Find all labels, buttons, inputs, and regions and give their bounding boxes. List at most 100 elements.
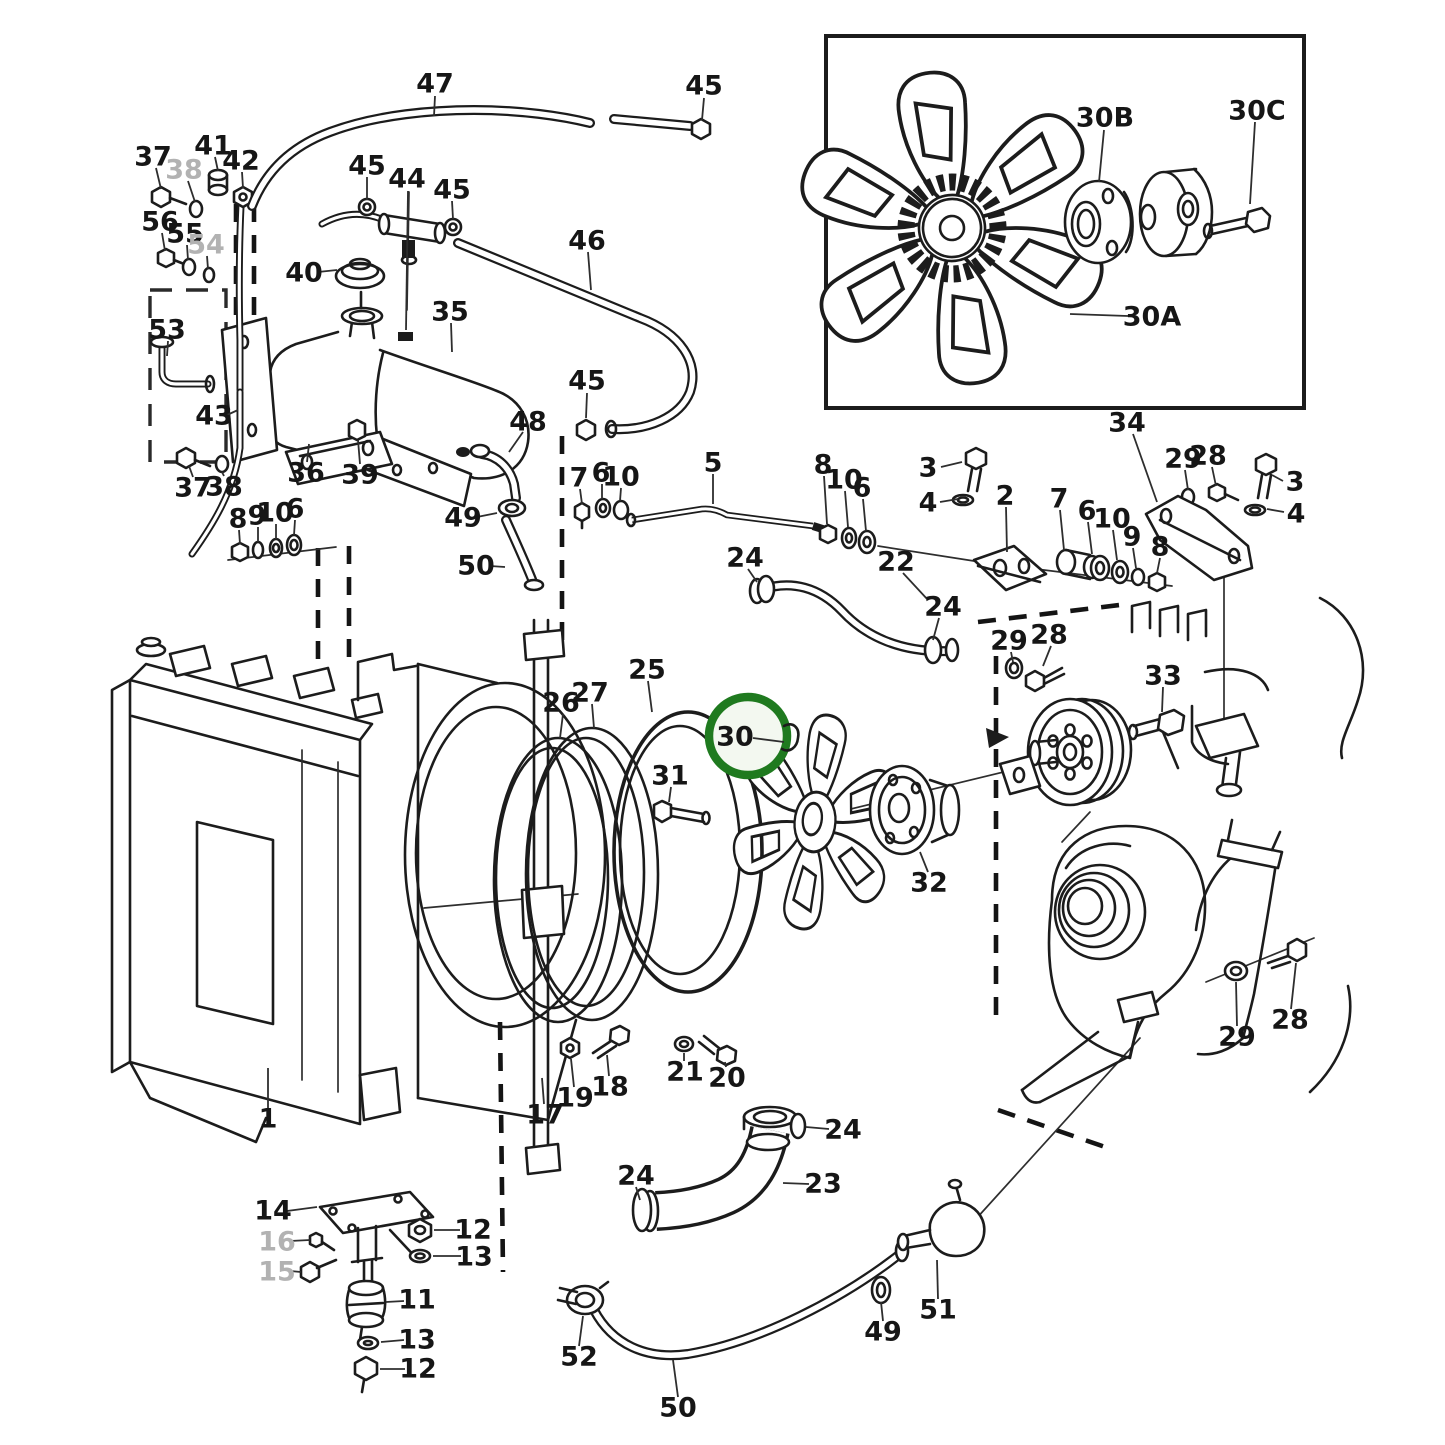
part-number-label: 25 bbox=[628, 655, 666, 686]
washer-13b bbox=[356, 1335, 380, 1351]
leader-line bbox=[385, 1300, 405, 1303]
part-number-label: 28 bbox=[1271, 1005, 1309, 1036]
nut-45d bbox=[575, 418, 597, 442]
part-number-label: 48 bbox=[509, 407, 547, 438]
rubber-mount-11 bbox=[345, 1279, 387, 1329]
leader-line bbox=[187, 180, 196, 203]
fan-spacer-32 bbox=[868, 764, 961, 856]
bolt-20 bbox=[715, 1044, 738, 1067]
bolt-37b bbox=[175, 446, 197, 470]
leader-line bbox=[635, 1186, 641, 1201]
leader-line bbox=[1249, 121, 1256, 205]
leader-line bbox=[724, 1061, 727, 1068]
leader-line bbox=[289, 1239, 311, 1242]
clamp-45c bbox=[443, 217, 463, 237]
leader-line bbox=[476, 512, 498, 518]
leader-line bbox=[747, 568, 758, 583]
bolt-7a bbox=[573, 501, 591, 523]
washer-9b bbox=[1130, 567, 1146, 587]
lower-hose-50 bbox=[556, 1178, 986, 1361]
leader-line bbox=[672, 1359, 679, 1398]
part-number-label: 37 bbox=[134, 142, 172, 173]
leader-line bbox=[919, 851, 929, 873]
leader-line bbox=[782, 1182, 810, 1185]
bolt-31 bbox=[652, 799, 711, 826]
leader-line bbox=[591, 703, 595, 729]
part-number-label: 54 bbox=[187, 230, 225, 261]
leader-line bbox=[1010, 651, 1014, 663]
part-number-label: 6 bbox=[1078, 496, 1097, 527]
part-number-label: 13 bbox=[398, 1325, 436, 1356]
leader-line bbox=[289, 1270, 302, 1273]
leader-line bbox=[902, 572, 929, 601]
washer-38 bbox=[188, 199, 204, 219]
part-number-label: 45 bbox=[433, 175, 471, 206]
leader-line bbox=[451, 200, 454, 220]
nut-45a bbox=[690, 117, 712, 141]
part-number-label: 43 bbox=[195, 401, 233, 432]
leader-line bbox=[357, 439, 361, 465]
grommet-6c bbox=[857, 529, 877, 555]
part-number-label: 3 bbox=[919, 453, 938, 484]
part-number-label: 29 bbox=[1164, 444, 1202, 475]
part-number-label: 21 bbox=[666, 1057, 704, 1088]
leader-line bbox=[940, 461, 963, 468]
part-number-label: 10 bbox=[602, 462, 640, 493]
hose-end-52 bbox=[556, 1280, 610, 1316]
leader-line bbox=[186, 244, 189, 261]
leader-line bbox=[317, 269, 338, 273]
bolt-8a bbox=[230, 541, 250, 563]
part-number-label: 32 bbox=[910, 868, 948, 899]
bolt-3a bbox=[964, 446, 988, 471]
bolt-15 bbox=[299, 1260, 321, 1284]
part-number-label: 30A bbox=[1123, 302, 1182, 333]
leader-line bbox=[206, 255, 209, 270]
part-number-label: 39 bbox=[341, 460, 379, 491]
shroud-bolts bbox=[559, 1024, 738, 1067]
elbow-fitting-51 bbox=[896, 1178, 986, 1258]
leader-line bbox=[570, 1058, 575, 1088]
part-number-label: 26 bbox=[542, 688, 580, 719]
leader-line bbox=[1087, 521, 1093, 555]
part-number-label: 10 bbox=[256, 498, 294, 529]
part-number-label: 14 bbox=[254, 1196, 292, 1227]
clip-part-30 bbox=[780, 723, 800, 752]
part-number-label: 55 bbox=[166, 219, 204, 250]
part-number-label: 13 bbox=[455, 1242, 493, 1273]
pulley-33 bbox=[986, 697, 1186, 843]
leader-line bbox=[559, 713, 564, 739]
part-number-label: 4 bbox=[919, 488, 938, 519]
leader-line bbox=[214, 156, 219, 172]
leader-line bbox=[1235, 981, 1238, 1027]
part-number-label: 8 bbox=[814, 450, 833, 481]
part-number-label: 30 bbox=[716, 722, 754, 753]
tank-fitting-44-seat bbox=[398, 332, 413, 341]
part-number-label: 8 bbox=[229, 504, 248, 535]
part-number-label: 10 bbox=[1093, 504, 1131, 535]
leader-line bbox=[450, 322, 453, 353]
part-number-label: 37 bbox=[174, 473, 212, 504]
leader-line bbox=[541, 1077, 545, 1105]
washer-55 bbox=[181, 257, 197, 277]
leader-line bbox=[238, 529, 241, 545]
part-number-label: 50 bbox=[659, 1393, 697, 1424]
fan-clutch-30b bbox=[1063, 179, 1134, 265]
part-number-label: 52 bbox=[560, 1342, 598, 1373]
bolt-33 bbox=[1127, 708, 1186, 741]
clamp-49b bbox=[870, 1275, 892, 1305]
engine-outline bbox=[1130, 596, 1365, 1094]
part-number-label: 16 bbox=[258, 1227, 296, 1258]
part-number-label: 11 bbox=[398, 1285, 436, 1316]
leader-line bbox=[701, 97, 705, 121]
bolt-37 bbox=[150, 185, 172, 209]
part-number-label: 36 bbox=[287, 458, 325, 489]
leader-line bbox=[286, 1206, 318, 1212]
part-number-label: 49 bbox=[444, 503, 482, 534]
leader-line bbox=[805, 1126, 830, 1130]
leader-line bbox=[508, 431, 524, 453]
part-number-label: 34 bbox=[1108, 408, 1146, 439]
leader-line bbox=[226, 409, 239, 416]
washer-13a bbox=[408, 1248, 432, 1264]
engine-bracket bbox=[1194, 712, 1260, 760]
part-number-label: 24 bbox=[824, 1115, 862, 1146]
